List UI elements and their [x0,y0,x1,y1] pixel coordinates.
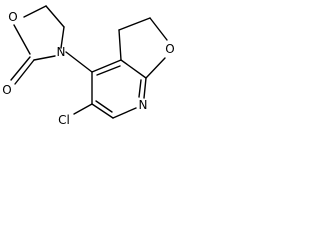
bond-c3-c2f [118,17,151,31]
atom-oxazolidinone-nitrogen: N [57,45,66,59]
bond-c4py-c3a-inner [96,65,121,76]
bond-c5-c4 [45,5,65,28]
bond-c4py-c3a [91,59,122,73]
atom-carbonyl-oxygen: O [2,83,11,97]
bond-o1-c5 [23,5,47,18]
bond-c6-c5 [91,103,114,119]
bond-c2-o1 [13,24,31,55]
atom-pyridine-nitrogen: N [139,98,148,112]
atom-chlorine: Cl [58,113,70,127]
bond-c7a-npy-inner [138,79,142,98]
bond-c2f-of [149,17,168,41]
bond-c2-o-double-b [10,56,31,81]
bond-c6-c5-inner [95,100,113,113]
bond-n3-c4py [65,51,93,73]
atom-furan-oxygen: O [165,42,174,56]
bond-npy-c6 [112,107,137,119]
bond-c4-n3 [60,26,65,49]
atom-oxazolidinone-ring-oxygen: O [8,10,17,24]
bond-c2-o-double-a [14,59,35,85]
bond-c3a-c3 [118,29,122,61]
bond-c5-cl [73,103,93,115]
bond-c3a-c7a [120,59,147,79]
bond-n3-c2 [33,55,56,61]
chemical-structure: O N O O N Cl [2,5,175,127]
bond-c7a-npy [143,77,147,99]
atom-labels: O N O O N Cl [2,10,174,127]
bond-of-c7a [145,57,166,79]
bonds [10,5,168,119]
